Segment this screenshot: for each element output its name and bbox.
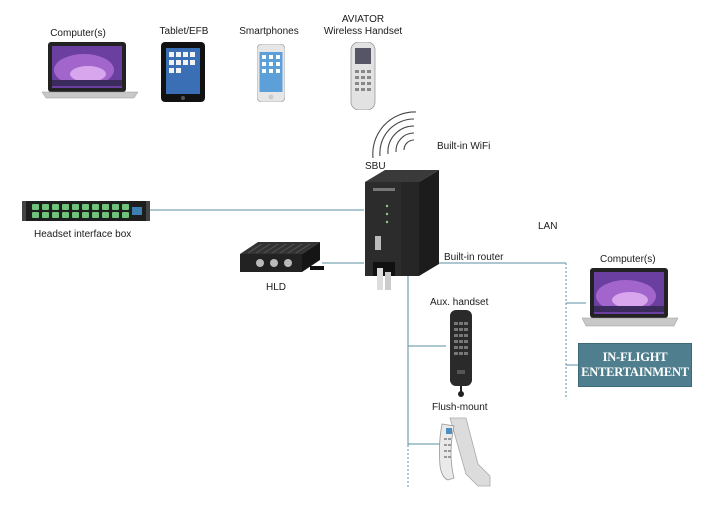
ife-line2: ENTERTAINMENT (581, 365, 689, 379)
aux-handset-icon (450, 310, 472, 397)
aviator-handset-icon (350, 42, 376, 110)
tablet-icon (161, 42, 205, 102)
headset-interface-box-icon (22, 201, 150, 221)
aviator-label-line2: Wireless Handset (323, 26, 403, 37)
laptop-right-icon (581, 268, 679, 327)
wifi-label: Built-in WiFi (437, 141, 491, 152)
sbu-label: SBU (365, 161, 386, 172)
flush-mount-label: Flush-mount (432, 402, 488, 413)
smartphones-label: Smartphones (239, 26, 299, 37)
lan-label: LAN (538, 221, 558, 232)
hld-label: HLD (266, 282, 287, 293)
hld-icon (240, 242, 324, 272)
headset-box-label: Headset interface box (34, 229, 132, 240)
in-flight-entertainment-box: IN-FLIGHT ENTERTAINMENT (578, 343, 692, 387)
tablet-label: Tablet/EFB (159, 26, 209, 37)
aux-handset-label: Aux. handset (430, 297, 489, 308)
smartphone-icon (257, 44, 285, 102)
aviator-label-line1: AVIATOR (341, 14, 385, 25)
wifi-icon (372, 111, 417, 159)
computer-top-label: Computer(s) (50, 28, 106, 39)
flush-mount-icon (438, 417, 491, 487)
laptop-top-icon (41, 42, 139, 99)
computer-right-label: Computer(s) (600, 254, 656, 265)
ife-line1: IN-FLIGHT (602, 350, 668, 364)
sbu-unit-icon (365, 170, 439, 290)
router-label: Built-in router (444, 252, 504, 263)
aviator-label: AVIATOR Wireless Handset (324, 14, 402, 38)
